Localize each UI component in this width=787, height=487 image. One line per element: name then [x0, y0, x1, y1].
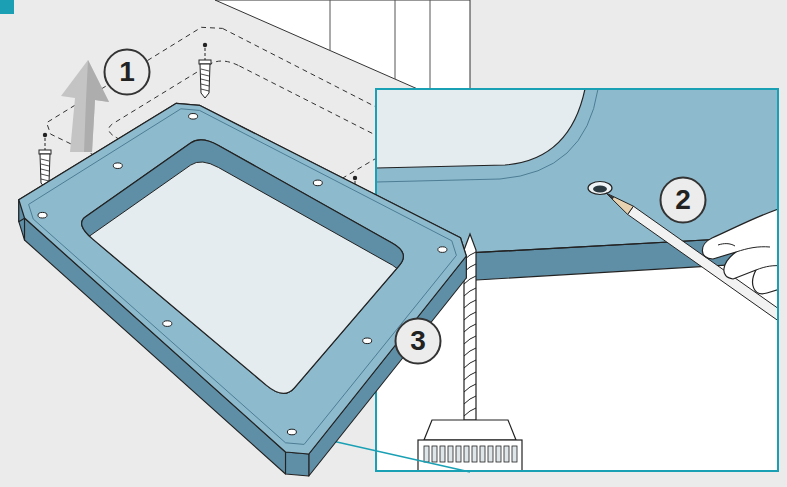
callout-number: 2 — [675, 186, 691, 214]
chuck-tooth — [440, 446, 445, 462]
drill-flute — [464, 348, 476, 356]
plug-axis — [205, 48, 206, 60]
plug-rib — [41, 169, 49, 171]
callout-number: 1 — [119, 58, 135, 86]
drill-flute — [464, 288, 476, 296]
plug-rib — [201, 74, 209, 76]
chuck-tooth — [432, 446, 437, 462]
drill-flute — [464, 312, 476, 320]
drill-point — [353, 176, 357, 180]
chuck-tooth — [504, 446, 509, 462]
screw-hole — [38, 212, 47, 218]
screw-hole — [163, 321, 172, 327]
chuck-tooth — [472, 446, 477, 462]
corner-mark — [0, 0, 14, 14]
plug-axis — [45, 138, 46, 150]
chuck-tooth — [488, 446, 493, 462]
wall-plug — [199, 43, 211, 98]
wall-plug — [39, 133, 51, 188]
chuck-tooth — [424, 446, 429, 462]
callout-circle: 2 — [659, 176, 707, 224]
circle-shape — [396, 319, 441, 364]
frame-side — [286, 452, 309, 476]
frame-lip — [29, 109, 457, 445]
screw-hole — [438, 247, 447, 253]
opening-edge — [82, 140, 404, 393]
screw-hole — [189, 114, 198, 120]
drill-chuck — [418, 440, 522, 471]
drill-point — [203, 43, 207, 47]
drill-flute — [464, 384, 476, 392]
screw-hole — [113, 163, 122, 169]
chuck-tooth — [512, 446, 517, 462]
chuck-tooth — [480, 446, 485, 462]
drill-point — [43, 133, 47, 137]
wall-seam — [395, 0, 396, 79]
drill-flute — [464, 324, 476, 332]
pencil-cone — [606, 193, 633, 214]
screw-hole — [287, 429, 296, 435]
hand-creases — [718, 244, 778, 270]
drill-flute — [464, 300, 476, 308]
plug-rib — [41, 174, 49, 176]
plug-rib — [41, 164, 49, 166]
wall-seam — [430, 0, 431, 94]
plug-rib — [201, 79, 209, 81]
chuck-tooth — [464, 446, 469, 462]
arrow-body — [61, 60, 109, 152]
hand — [702, 205, 778, 294]
frame-top — [19, 103, 467, 454]
drill-flute — [464, 360, 476, 368]
callout-circle: 3 — [394, 317, 442, 365]
screw-hole — [313, 180, 322, 186]
screw-hole — [363, 338, 372, 344]
marked-hole — [588, 182, 612, 195]
pencil-lead — [606, 193, 614, 199]
plug-rib — [201, 89, 209, 91]
plug-body — [200, 64, 210, 98]
drill-flute — [464, 336, 476, 344]
lift-arrow — [61, 60, 109, 152]
chuck-tooth — [448, 446, 453, 462]
callout-number: 3 — [410, 327, 426, 355]
wall-seam — [330, 0, 331, 51]
opening-ceiling — [82, 162, 404, 415]
drill-flute — [464, 396, 476, 404]
drill-flute — [464, 372, 476, 380]
plug-rib — [41, 159, 49, 161]
plug-collar — [199, 60, 211, 64]
chuck-tooth — [496, 446, 501, 462]
plug-rib — [41, 179, 49, 181]
plug-collar — [39, 150, 51, 154]
flange-lip — [376, 89, 598, 182]
plug-rib — [201, 69, 209, 71]
chuck-tooth — [456, 446, 461, 462]
callout-circle: 1 — [103, 48, 151, 96]
drill-flute — [464, 408, 476, 416]
circle-shape — [661, 178, 706, 223]
opening-area — [376, 89, 585, 168]
circle-shape — [105, 50, 150, 95]
drill-chuck-top — [424, 420, 516, 440]
marked-hole-inner — [593, 186, 607, 193]
plug-rib — [201, 84, 209, 86]
